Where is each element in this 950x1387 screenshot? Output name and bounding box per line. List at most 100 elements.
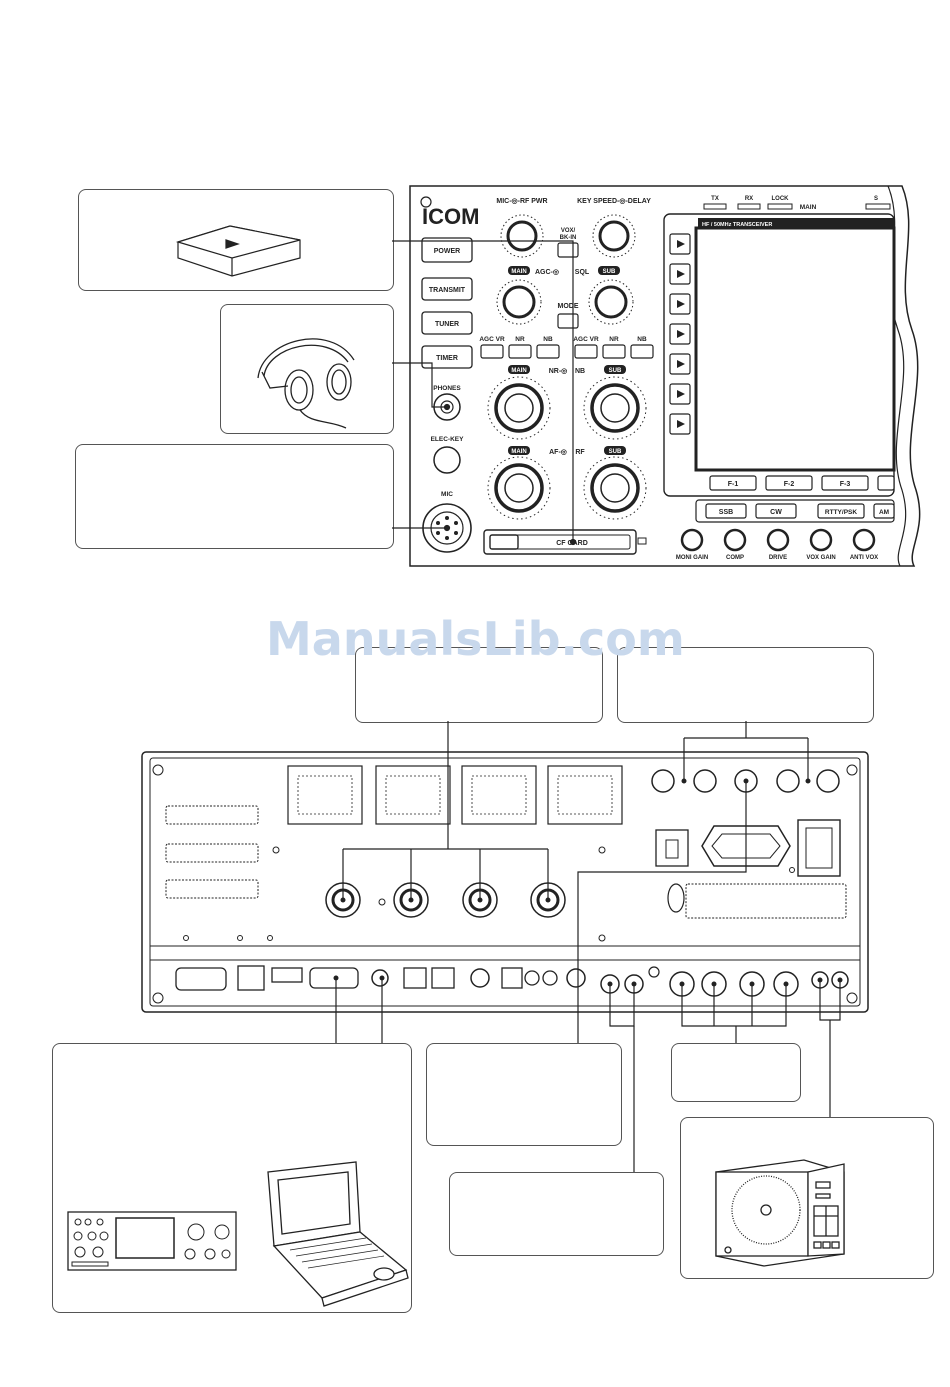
ssb-button[interactable] [705,503,747,519]
vox-gain-label: VOX GAIN [806,555,835,561]
sql-header: SQL [575,269,590,276]
drive-label: DRIVE [769,555,787,561]
ssb-label: SSB [719,509,733,516]
transceiver-illustration [67,1211,237,1271]
timer-button[interactable] [421,345,473,369]
cw-button[interactable] [755,503,797,519]
sub-badge-2: SUB [609,368,622,374]
transmit-button[interactable] [421,277,473,301]
rx-led [737,203,761,210]
mic-callout [75,444,394,549]
sub-badge-1: SUB [603,269,616,275]
ground-callout [426,1043,622,1146]
drive-knob[interactable] [766,528,790,552]
arrow-icon [677,300,685,308]
rf-knob[interactable] [583,456,647,520]
arrow-icon [677,240,685,248]
tuner-label: TUNER [435,321,459,328]
arrow-icon [677,330,685,338]
nb-knob[interactable] [583,376,647,440]
comp-knob[interactable] [723,528,747,552]
side-arrow-buttons [669,233,691,435]
f1-button[interactable] [709,475,757,491]
front-panel: ICOM POWER TRANSMIT TUNER TIMER PHONES E… [409,185,921,567]
timer-label: TIMER [436,355,458,362]
agcvr-right-button[interactable] [574,344,598,359]
cf-card-illustration [175,225,301,277]
anti-vox-knob[interactable] [852,528,876,552]
moni-gain-knob[interactable] [680,528,704,552]
nr-left-button[interactable] [508,344,532,359]
headphones-callout [220,304,394,434]
tx-label: TX [711,196,719,202]
headphones-illustration [257,338,355,429]
rear-panel [141,751,869,1013]
agcvr-right-label: AGC VR [573,336,599,343]
agc-knob[interactable] [496,279,542,325]
vox-button[interactable] [557,242,579,258]
power-button[interactable] [421,237,473,263]
tuner-button[interactable] [421,311,473,335]
left-buttons: POWER TRANSMIT TUNER TIMER [421,237,473,369]
nr-header: NR-◎ [549,368,568,375]
key-speed-knob[interactable] [592,214,636,258]
nr-left-label: NR [515,336,525,343]
tx-led [703,203,727,210]
vox-gain-knob[interactable] [809,528,833,552]
f2-button[interactable] [765,475,813,491]
rtty-psk-label: RTTY/PSK [825,509,857,516]
rear-leader-lines [335,721,841,1172]
af-knob[interactable] [487,456,551,520]
remote-callout [671,1043,801,1102]
rx-label: RX [745,196,753,202]
main-badge-2: MAIN [511,368,526,374]
mic-rf-knob[interactable] [500,214,544,258]
nr-right-button[interactable] [602,344,626,359]
main-badge-3: MAIN [511,449,526,455]
brand-logo: ICOM [422,204,479,229]
nb-left-button[interactable] [536,344,560,359]
anti-vox-label: ANTI VOX [850,555,878,561]
af-header: AF-◎ [549,449,567,456]
mode-button[interactable] [557,313,579,329]
rtty-psk-button[interactable] [817,503,865,519]
accessory-callout [617,647,874,723]
nb-right-label: NB [637,336,647,343]
mic-rf-header: MIC-◎-RF PWR [496,198,547,205]
nb-right-button[interactable] [630,344,654,359]
vox-label: VOX/ [561,228,576,234]
rf-header: RF [575,449,585,456]
sql-knob[interactable] [588,279,634,325]
f3-label: F-3 [840,481,851,488]
comp-label: COMP [726,555,744,561]
laptop-illustration [267,1161,409,1307]
speaker-illustration [715,1159,845,1267]
agc-header: AGC-◎ [535,269,559,276]
key-callout [449,1172,664,1256]
key-speed-header: KEY SPEED-◎-DELAY [577,198,651,205]
partial-s-label: S [874,196,878,202]
elec-key-jack[interactable] [433,446,461,474]
arrow-icon [677,390,685,398]
lock-label: LOCK [772,196,790,202]
watermark: ManualsLib.com [266,612,685,666]
nb-left-label: NB [543,336,553,343]
mode-header: MODE [558,303,579,310]
agcvr-left-button[interactable] [480,344,504,359]
transmit-label: TRANSMIT [429,287,466,294]
am-button[interactable] [873,503,895,519]
f3-button[interactable] [821,475,869,491]
sub-badge-3: SUB [609,449,622,455]
cw-label: CW [770,509,782,516]
main-display [694,226,896,472]
arrow-icon [677,420,685,428]
lock-led [767,203,793,210]
elec-key-label: ELEC-KEY [431,436,465,443]
nr-knob[interactable] [487,376,551,440]
front-leader-lines [392,240,577,546]
agcvr-left-label: AGC VR [479,336,505,343]
antenna-callout [355,647,603,723]
arrow-icon [677,360,685,368]
phones-label: PHONES [433,385,461,392]
